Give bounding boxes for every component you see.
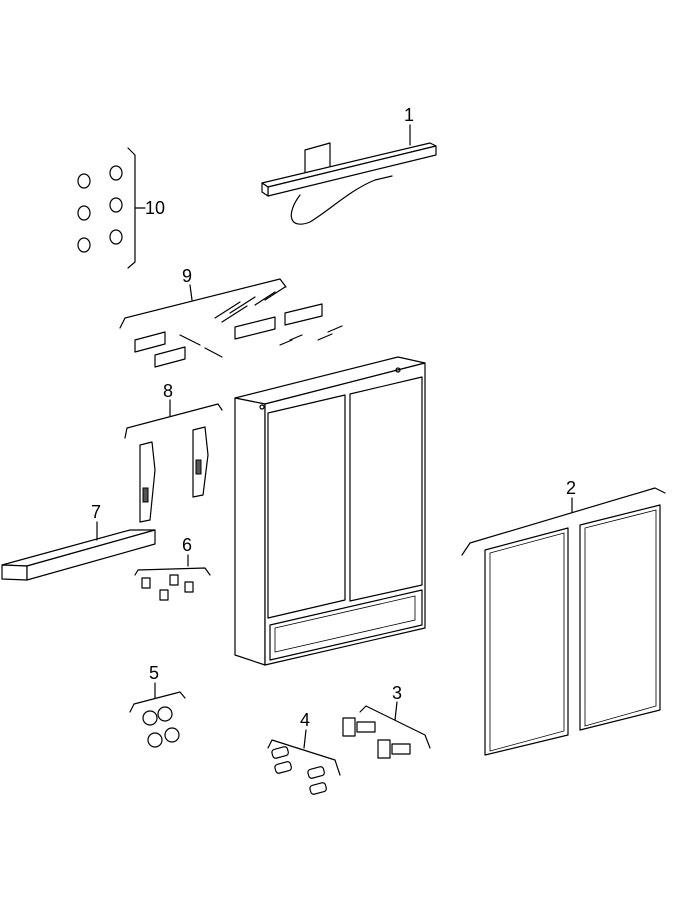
callout-6: 6 bbox=[182, 535, 192, 555]
part-5-knobs: 5 bbox=[129, 663, 186, 748]
part-10-adhesive-pads: 10 bbox=[77, 147, 165, 269]
part-7-glass-shelf: 7 bbox=[1, 502, 156, 581]
callout-3: 3 bbox=[392, 683, 402, 703]
callout-10: 10 bbox=[145, 198, 165, 218]
callout-7: 7 bbox=[91, 502, 101, 522]
part-1-light: 1 bbox=[261, 105, 437, 225]
part-4-pads: 4 bbox=[267, 710, 341, 795]
callout-2: 2 bbox=[566, 478, 576, 498]
callout-1: 1 bbox=[404, 105, 414, 125]
part-8-brackets: 8 bbox=[124, 381, 223, 523]
callout-9: 9 bbox=[182, 266, 192, 286]
callout-8: 8 bbox=[163, 381, 173, 401]
part-3-hinges: 3 bbox=[342, 683, 431, 759]
part-6-shelf-supports: 6 bbox=[134, 535, 211, 601]
callout-4: 4 bbox=[300, 710, 310, 730]
callout-5: 5 bbox=[149, 663, 159, 683]
part-2-door-panels: 2 bbox=[461, 478, 666, 756]
part-9-mounting-set: 9 bbox=[119, 266, 343, 368]
mirror-cabinet-body bbox=[234, 356, 426, 666]
